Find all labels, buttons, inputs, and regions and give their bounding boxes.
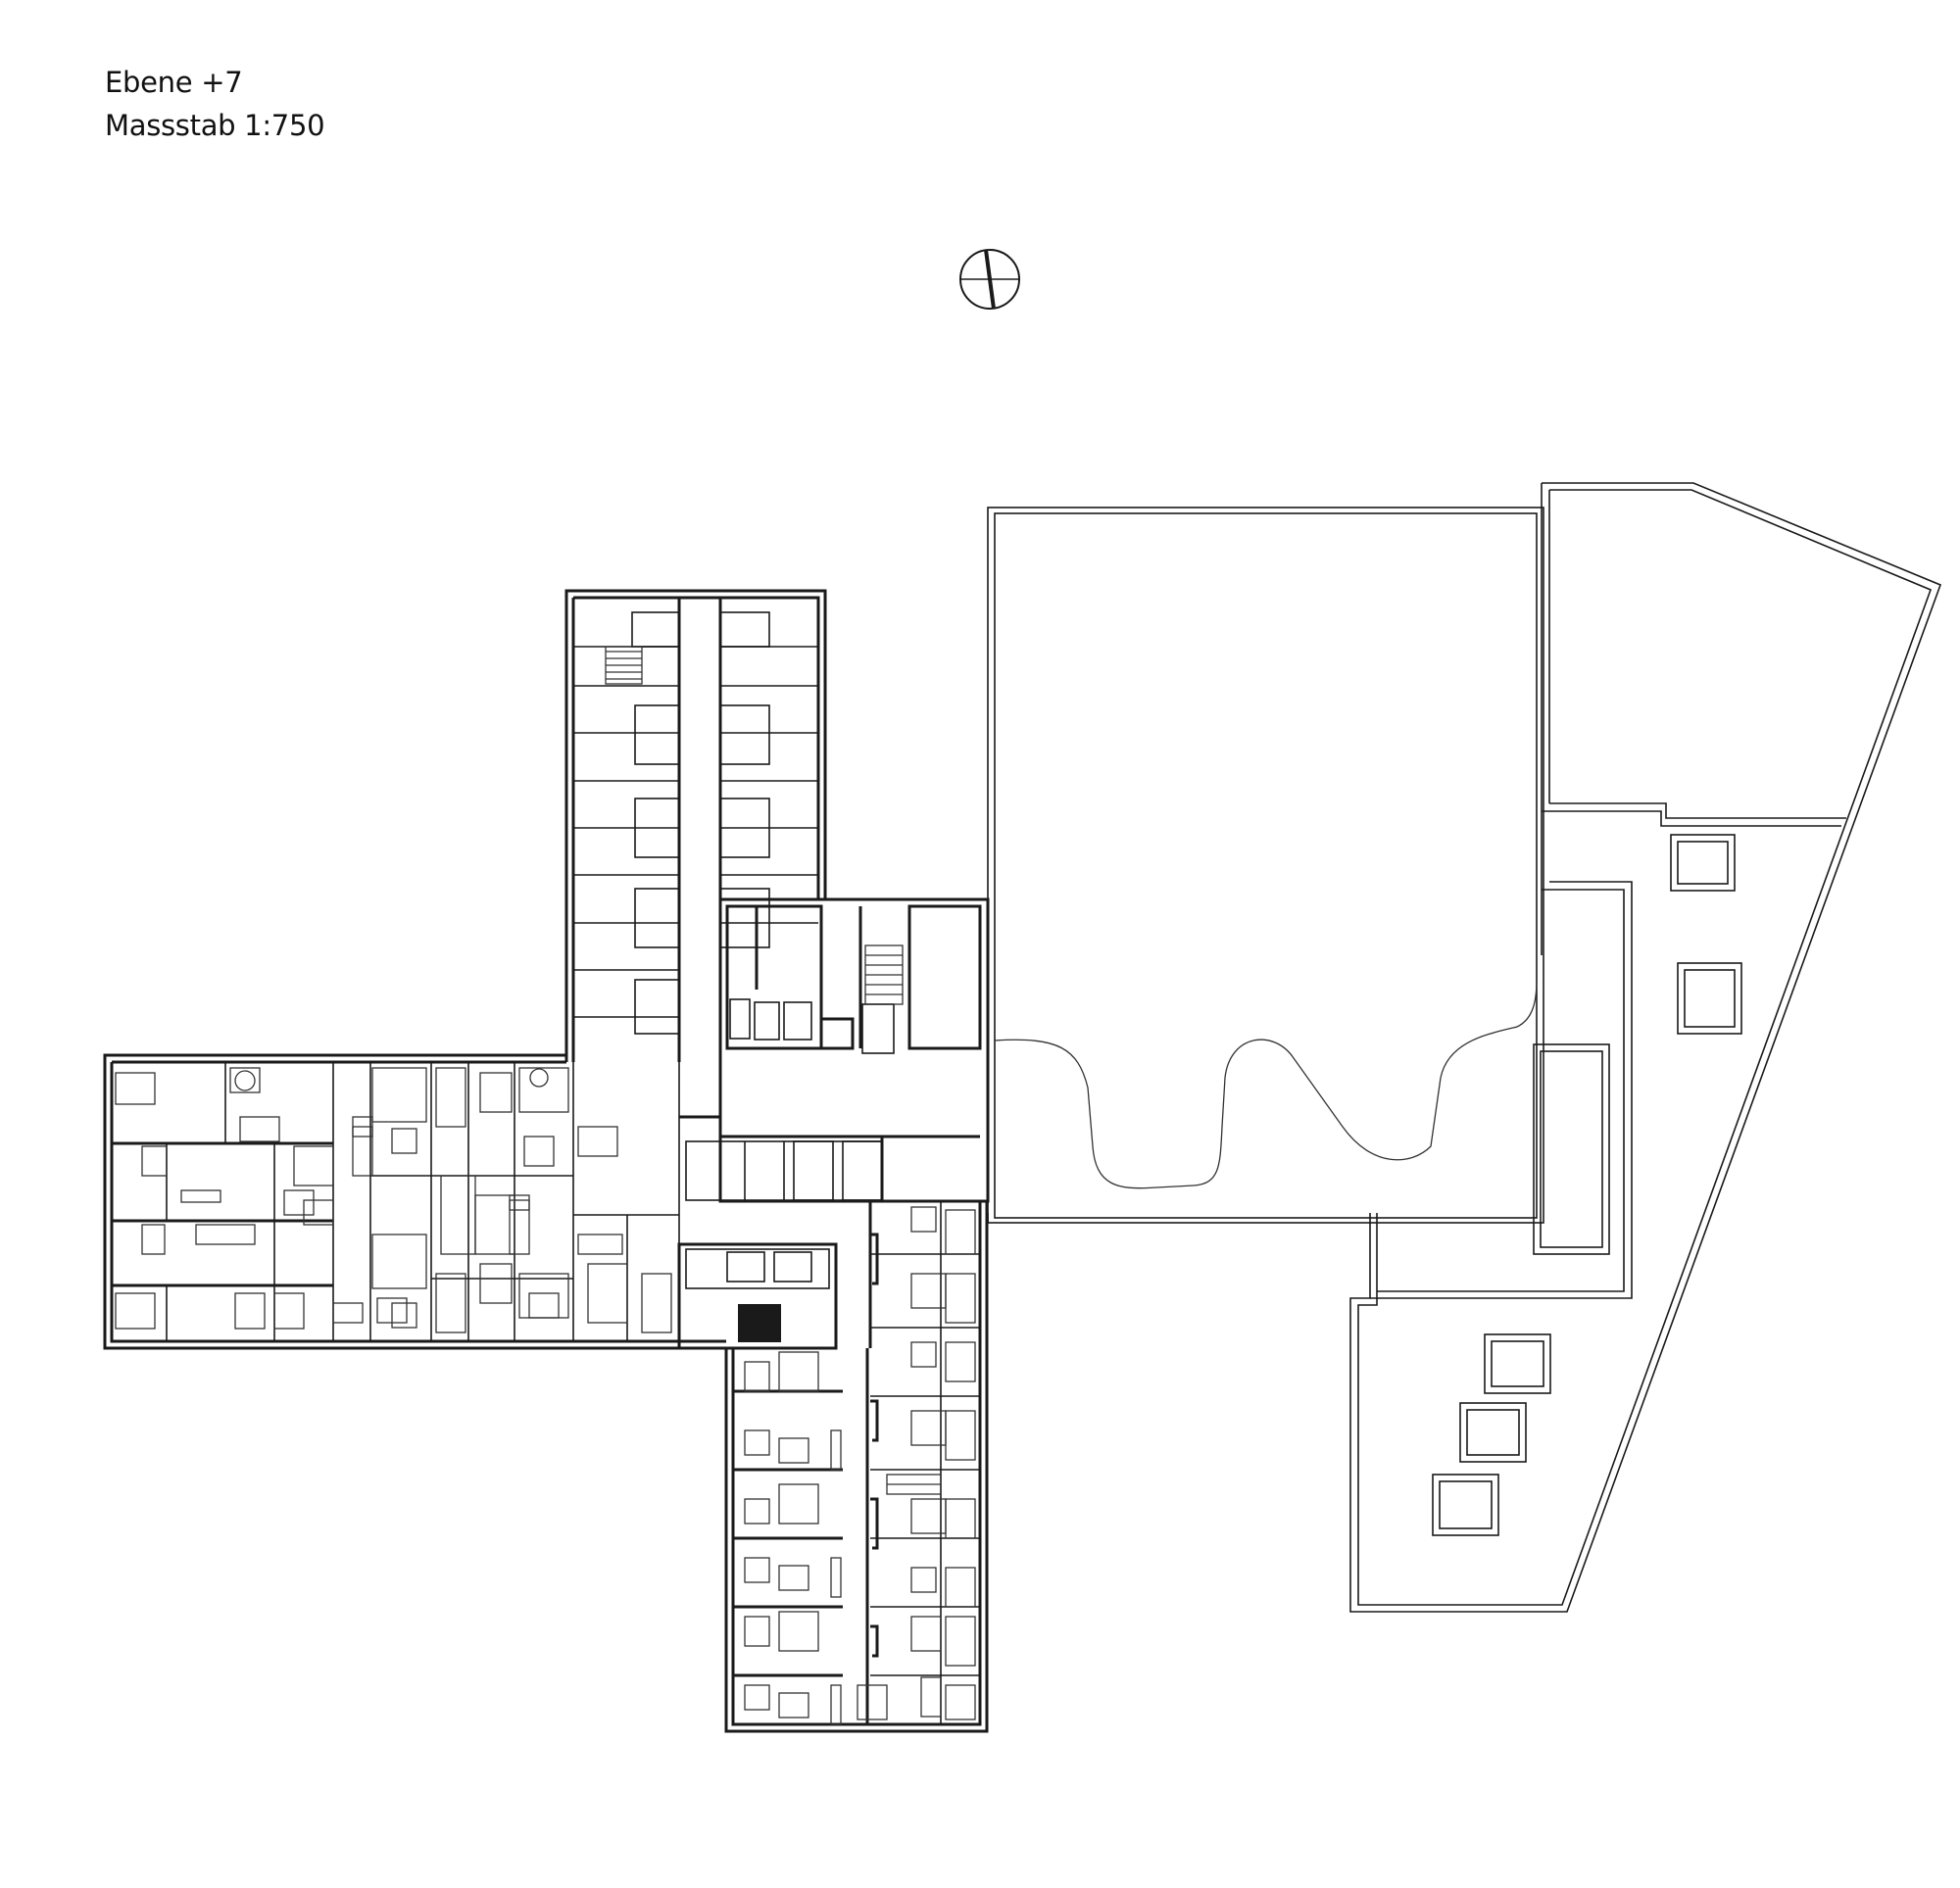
south-wing (733, 1201, 980, 1725)
level-label: Ebene +7 (105, 66, 243, 99)
building-outline (103, 589, 990, 1733)
west-wing (112, 1062, 680, 1348)
roof-terrace (987, 507, 1544, 1224)
roof-outline (1349, 482, 1942, 1613)
scale-label: Massstab 1:750 (105, 109, 325, 142)
north-arrow-icon (959, 249, 1020, 310)
title-block: Ebene +7 Massstab 1:750 (105, 61, 325, 147)
north-wing (573, 598, 818, 1062)
